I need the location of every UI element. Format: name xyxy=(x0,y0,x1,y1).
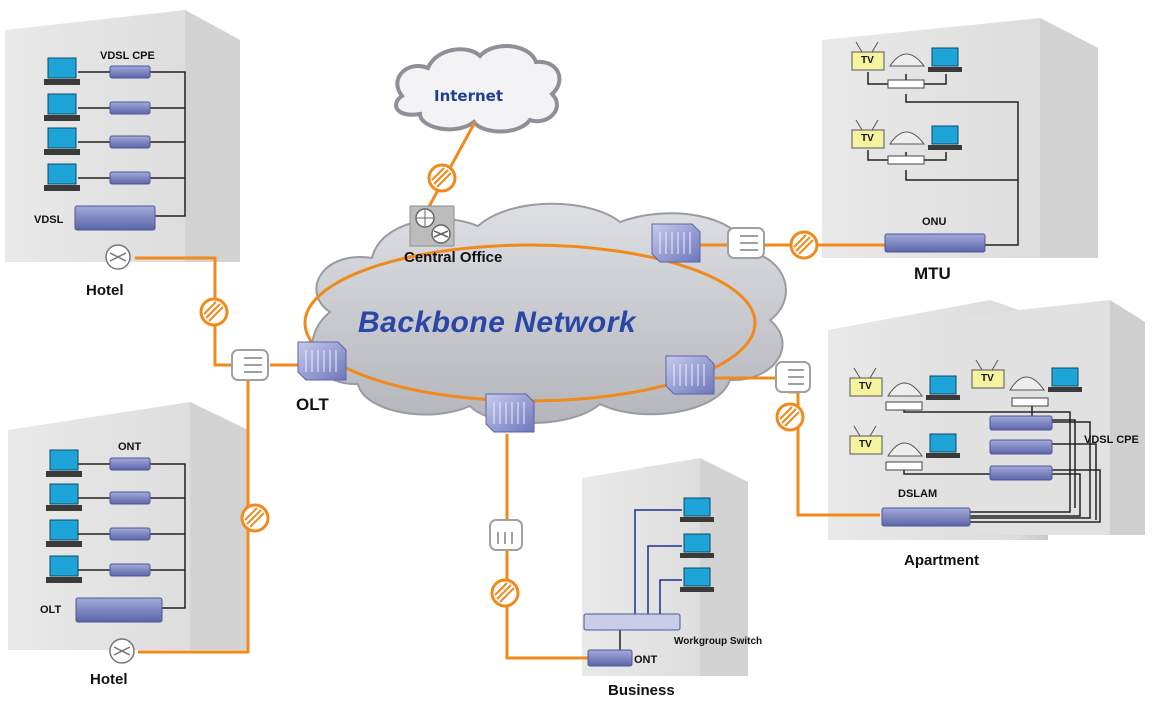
mtu-pc-1 xyxy=(928,47,962,72)
apt-pc-2 xyxy=(1048,367,1082,392)
splitters xyxy=(231,227,811,551)
fiber-hotel-top xyxy=(135,256,248,367)
olt-core-switch xyxy=(297,341,347,381)
apartment-internal xyxy=(849,359,1101,527)
internet-label: Internet xyxy=(434,87,504,105)
mtu-building xyxy=(822,18,1098,258)
olt-hotel-label: OLT xyxy=(40,604,62,616)
converter-hotel-bottom xyxy=(240,503,270,533)
ring-switch-right xyxy=(665,355,715,395)
business-pc-3 xyxy=(680,567,714,592)
tv-label: TV xyxy=(981,373,994,384)
apt-phone-1 xyxy=(887,382,923,397)
apt-tv-2 xyxy=(971,359,1005,389)
dslam-device xyxy=(881,507,971,527)
business-internal xyxy=(583,497,714,667)
ring-switch-top-right xyxy=(651,223,701,263)
converter-apartment xyxy=(775,402,805,432)
internet-cloud xyxy=(394,43,562,134)
mtu-label: MTU xyxy=(914,264,951,283)
converter-mtu xyxy=(789,230,819,260)
ont-business-device xyxy=(587,649,633,667)
onu-label: ONU xyxy=(922,216,947,228)
tv-label: TV xyxy=(861,133,874,144)
backbone-label: Backbone Network xyxy=(358,306,637,339)
dslam-label: DSLAM xyxy=(898,488,938,500)
apt-phone-2 xyxy=(1009,376,1045,391)
mtu-internal xyxy=(851,41,1019,253)
converter-internet xyxy=(427,163,457,193)
business-label: Business xyxy=(608,682,675,699)
tv-label: TV xyxy=(859,439,872,450)
central-office-router xyxy=(409,205,455,247)
vdsl-cpe-hotel-label: VDSL CPE xyxy=(100,50,155,62)
mtu-tv-2 xyxy=(851,119,885,149)
apt-tv-3 xyxy=(849,425,883,455)
ring-switch-bottom xyxy=(485,393,535,433)
splitter-hotel xyxy=(231,349,269,381)
hotel-top-internal xyxy=(74,65,186,270)
splitter-business xyxy=(489,519,523,551)
apt-pc-3 xyxy=(926,433,960,458)
splitter-apartment xyxy=(775,361,811,393)
converter-business xyxy=(490,578,520,608)
workgroup-switch-device xyxy=(583,613,681,631)
onu-device xyxy=(884,233,986,253)
apt-tv-1 xyxy=(849,367,883,397)
hotel-bottom-label: Hotel xyxy=(90,671,128,688)
hotel-top-pcs xyxy=(44,57,80,191)
olt-core-label: OLT xyxy=(296,395,329,414)
apartment-label: Apartment xyxy=(904,552,980,569)
splitter-mtu xyxy=(727,227,765,259)
ont-business-label: ONT xyxy=(634,654,658,666)
converter-hotel-top xyxy=(199,297,229,327)
hotel-bottom-internal xyxy=(75,457,186,664)
apartment-building xyxy=(828,300,1145,540)
core-switches xyxy=(297,223,715,433)
tv-label: TV xyxy=(861,55,874,66)
business-pc-1 xyxy=(680,497,714,522)
mtu-phone-1 xyxy=(889,53,926,67)
hotel-bottom-pcs xyxy=(46,449,82,583)
mtu-phone-2 xyxy=(889,131,926,145)
mtu-tv-1 xyxy=(851,41,885,71)
apt-phone-3 xyxy=(887,442,923,457)
tv-label: TV xyxy=(859,381,872,392)
vdsl-hotel-device xyxy=(74,205,156,231)
workgroup-switch-label: Workgroup Switch xyxy=(674,636,763,647)
olt-hotel-device xyxy=(75,597,163,623)
apt-pc-1 xyxy=(926,375,960,400)
hotel-top-label: Hotel xyxy=(86,282,124,299)
vdsl-hotel-label: VDSL xyxy=(34,214,64,226)
vdsl-cpe-apartment-label: VDSL CPE xyxy=(1084,434,1139,446)
fiber-hotel-bottom xyxy=(138,380,250,654)
fiber-converters xyxy=(199,163,819,608)
central-office-label: Central Office xyxy=(404,249,503,266)
mtu-pc-2 xyxy=(928,125,962,150)
business-pc-2 xyxy=(680,533,714,558)
fiber-business xyxy=(505,434,592,660)
ont-hotel-label: ONT xyxy=(118,441,142,453)
